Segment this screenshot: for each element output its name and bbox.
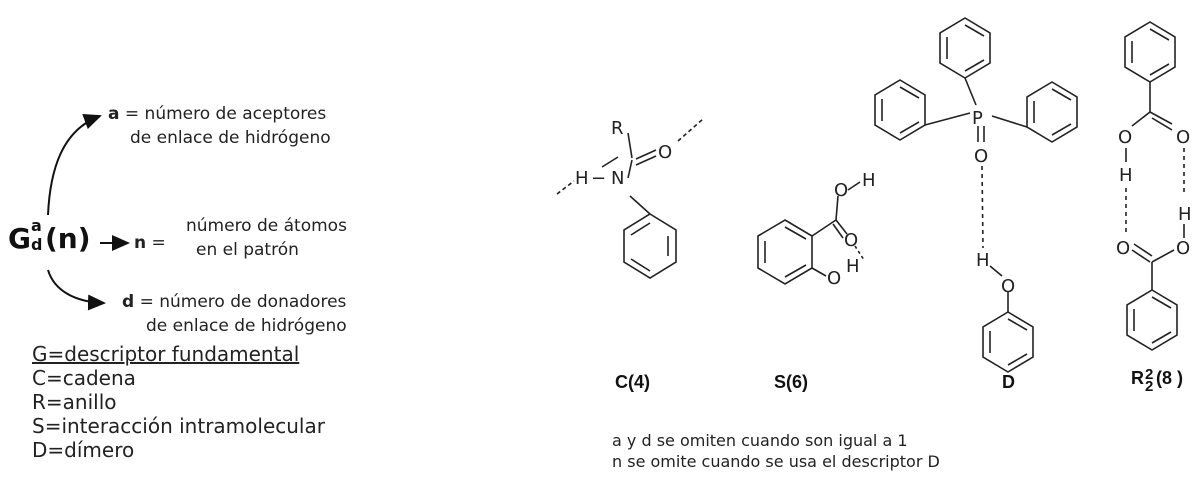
atom-h: H [575,168,589,189]
atom-o: O [1118,127,1132,148]
note-line1: a y d se omiten cuando son igual a 1 [612,431,908,450]
motif-r-arg: (8 ) [1156,368,1183,388]
motif-c4: C(4) [615,372,650,392]
structure-c4 [556,118,704,279]
desc-n: n = [134,233,166,254]
atom-h: H [862,170,876,191]
motif-r-sup: 2 [1145,366,1154,383]
atom-h: H [976,250,990,271]
atom-o: O [974,146,988,167]
desc-d-key: d [122,292,135,312]
atom-h: H [846,256,860,277]
legend-d: D=dímero [32,438,135,462]
structure-r228 [1124,21,1185,351]
symbol-sub: d [30,235,43,254]
motif-d: D [1002,372,1015,392]
desc-n-line2: en el patrón [196,240,299,260]
desc-d-line1: número de donadores [159,292,347,312]
desc-a-eq: = [124,104,140,124]
desc-a: a = número de aceptores [108,104,326,125]
motif-r-base: R [1131,368,1144,388]
atom-o: O [844,230,858,251]
desc-d-line2: de enlace de hidrógeno [146,316,347,336]
desc-n-key: n [134,233,147,253]
desc-n-eq: = [151,233,166,253]
symbol-arg: (n) [44,222,91,255]
atom-o: O [1176,127,1190,148]
atom-o: O [1176,238,1190,259]
atom-o: O [1001,276,1015,297]
structure-s6 [757,181,865,285]
desc-d: d = número de donadores [122,292,346,313]
atom-dash: − [591,168,606,189]
desc-d-eq: = [139,292,154,312]
symbol-sup: a [30,216,42,235]
desc-a-key: a [108,104,120,124]
atom-r: R [611,118,624,139]
atom-p: P [972,108,983,129]
legend: G=descriptor fundamental C=cadena R=anil… [32,342,325,462]
legend-s: S=interacción intramolecular [32,414,325,438]
motif-s6: S(6) [774,372,809,392]
atom-o: O [1116,238,1130,259]
desc-a-line1: número de aceptores [144,104,327,124]
desc-a-line2: de enlace de hidrógeno [130,128,331,148]
desc-n-line1: número de átomos [186,216,347,236]
note-line2: n se omite cuando se usa el descriptor D [612,452,940,471]
atom-h: H [1178,204,1192,225]
atom-o: O [827,268,841,289]
atom-n: N [611,168,624,189]
atom-o: O [658,142,672,163]
arrow-to-a [47,114,102,216]
atom-h: H [1119,165,1133,186]
legend-c: C=cadena [32,366,136,390]
structure-d [874,17,1078,373]
legend-r: R=anillo [32,390,117,414]
arrow-to-d [47,269,106,311]
symbol-base: G [8,222,31,255]
motif-r-sub: 2 [1145,378,1154,395]
atom-o: O [834,180,848,201]
legend-g: G=descriptor fundamental [32,342,300,366]
